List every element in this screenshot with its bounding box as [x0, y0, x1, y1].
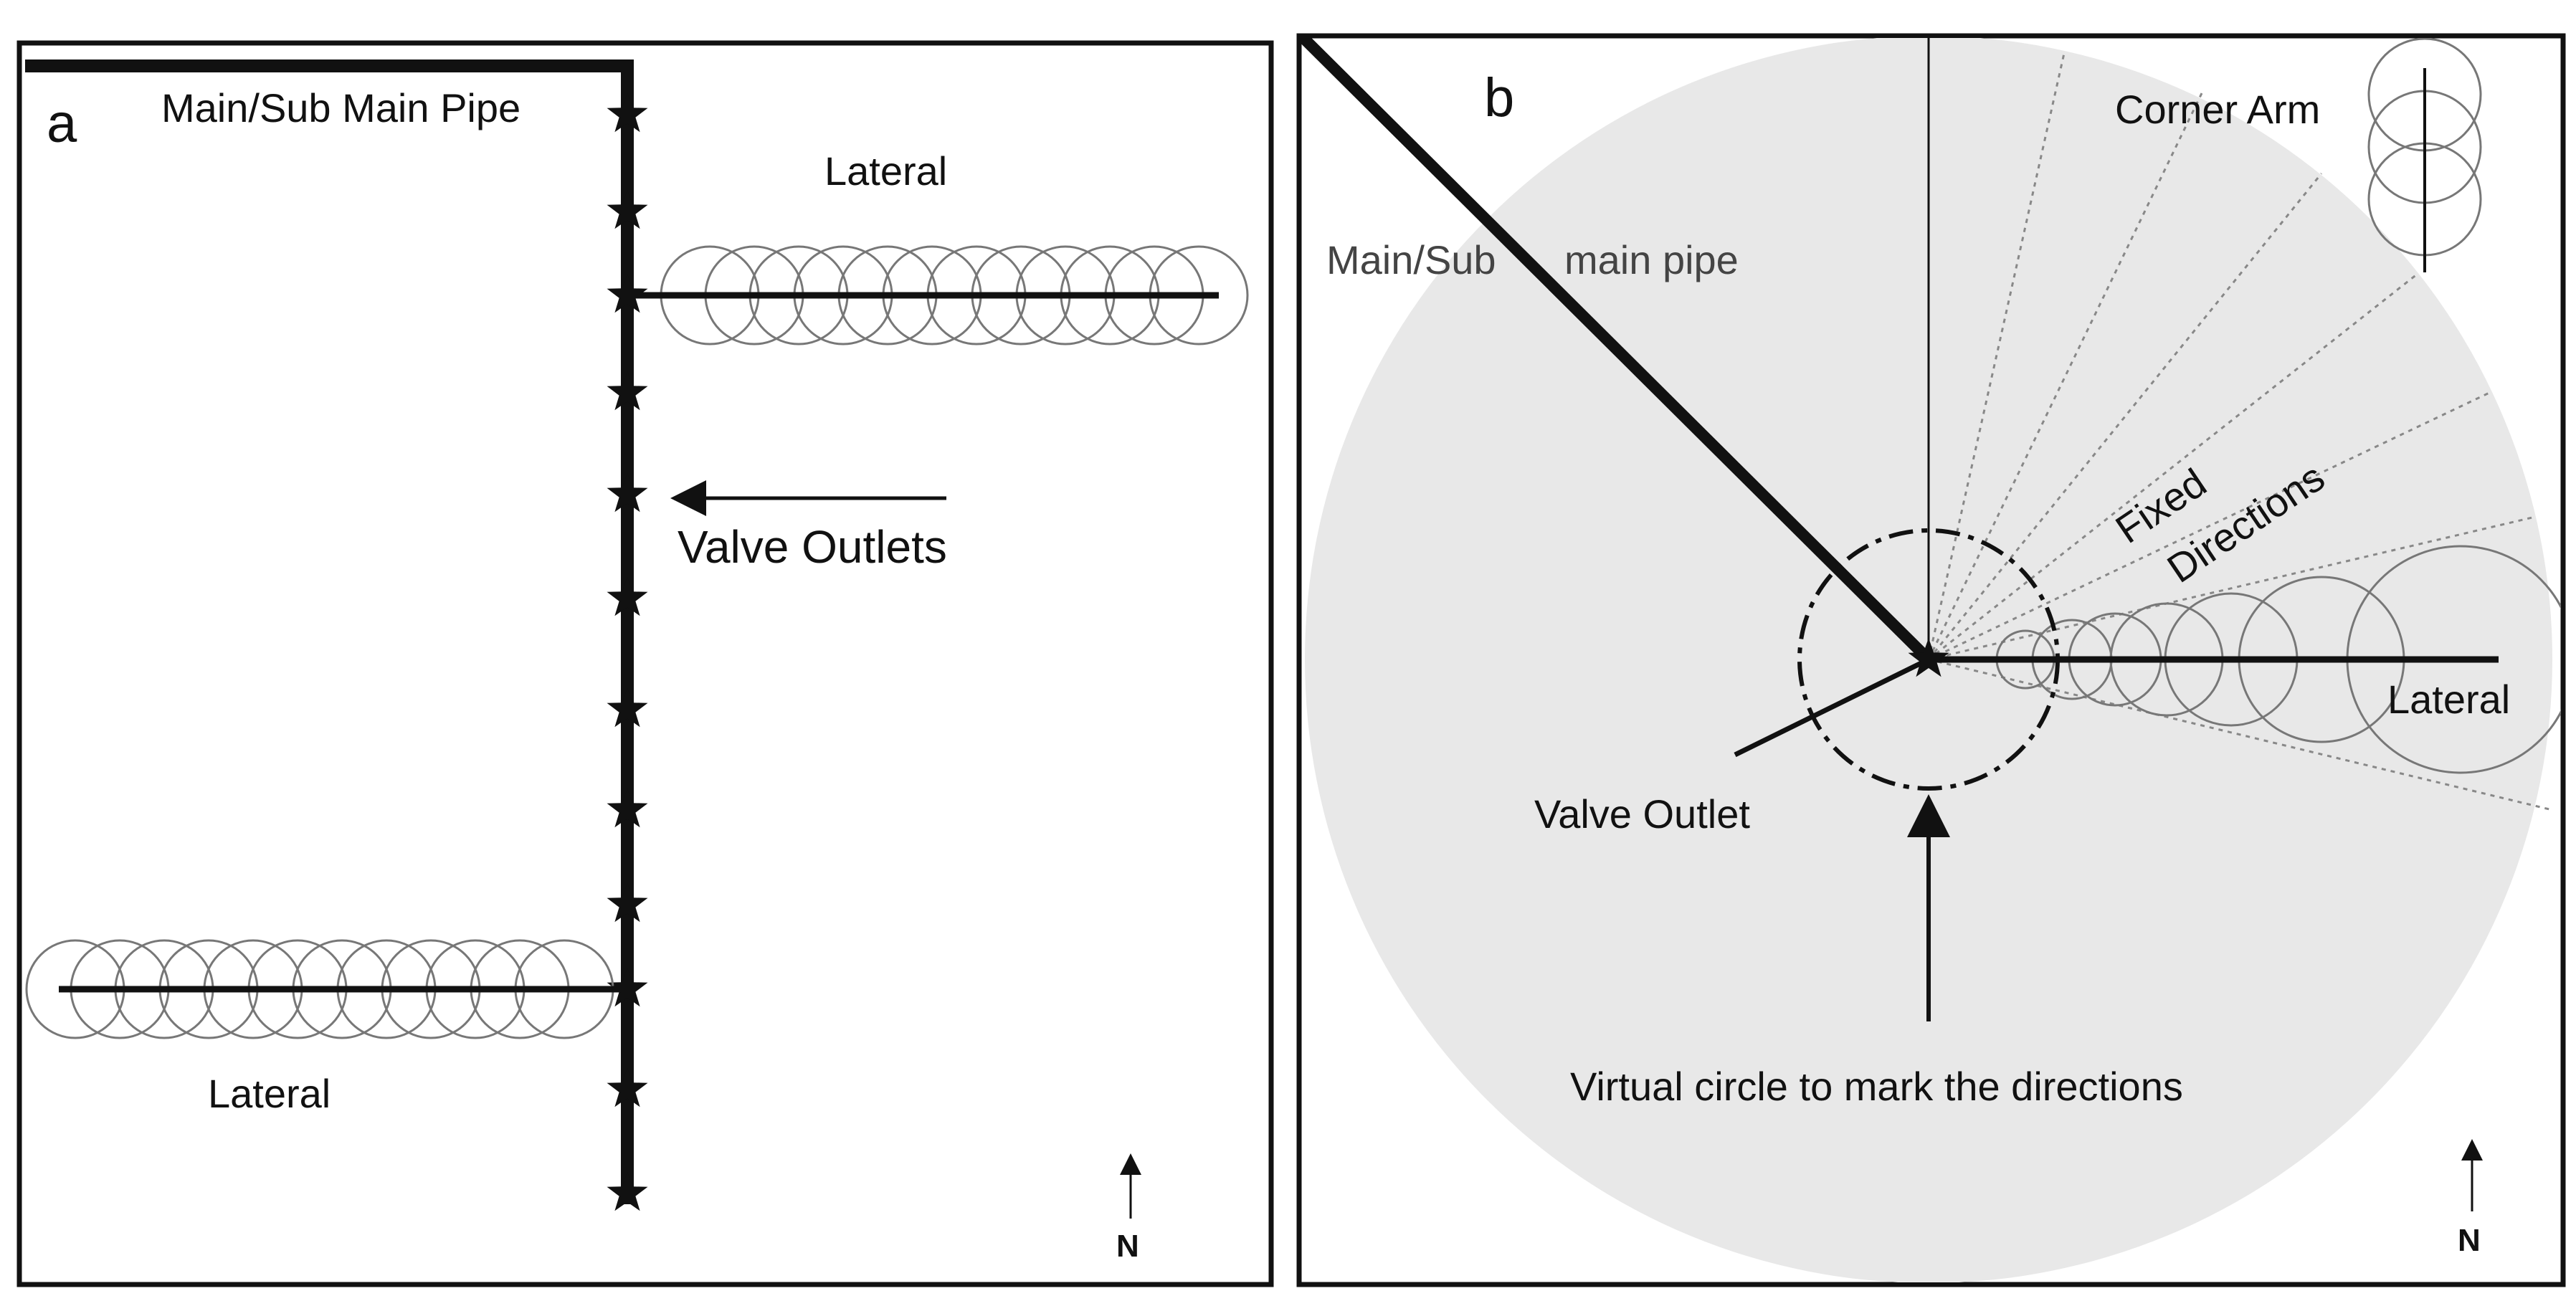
fixed-direction-ray — [1928, 391, 2490, 661]
valve-outlet-star — [607, 93, 648, 133]
main-pipe-label-b-1: Main/Sub — [1326, 237, 1496, 282]
valve-outlet-pointer — [1734, 657, 1930, 758]
lateral-top-label: Lateral — [824, 148, 947, 194]
corner-arm-label: Corner Arm — [2115, 87, 2320, 132]
valve-outlet-star — [607, 883, 648, 923]
panel-a: a Main/Sub Main Pipe Lateral Valve Outle… — [16, 40, 1274, 1287]
virtual-circle — [1797, 528, 2060, 791]
valve-outlet-star — [607, 788, 648, 828]
north-label-b: N — [2458, 1223, 2481, 1258]
fixed-direction-ray — [1927, 49, 2066, 660]
fixed-direction-ray — [1927, 91, 2204, 660]
fixed-direction-ray — [1928, 272, 2418, 661]
fixed-direction-ray — [1928, 658, 2553, 811]
valve-outlet-star — [607, 473, 648, 513]
valve-outlet-star — [607, 577, 648, 616]
lateral-bottom-label: Lateral — [208, 1071, 331, 1116]
fixed-direction-ray — [1927, 173, 2323, 660]
main-pipe-b — [1301, 38, 1933, 664]
main-pipe — [25, 59, 634, 1204]
lateral-b-label: Lateral — [2387, 677, 2510, 722]
fixed-direction-ray — [1928, 516, 2533, 661]
panel-a-letter: a — [47, 93, 77, 154]
valve-outlet-star — [607, 190, 648, 229]
virtual-circle-label: Virtual circle to mark the directions — [1570, 1064, 2183, 1109]
panel-b-letter: b — [1484, 67, 1514, 128]
valve-outlets-label: Valve Outlets — [678, 521, 947, 573]
north-label-a: N — [1116, 1229, 1139, 1264]
main-pipe-label-a: Main/Sub Main Pipe — [161, 85, 521, 130]
fixed-direction-rays — [1927, 49, 2553, 811]
lateral-top — [627, 245, 1249, 345]
valve-outlet-star — [607, 688, 648, 728]
valve-outlet-star — [607, 1068, 648, 1107]
panel-b: b Corner Arm Main/Sub main pipe Fixed Di… — [1296, 33, 2566, 1287]
main-pipe-label-b-2: main pipe — [1564, 237, 1739, 282]
corner-arm — [2367, 38, 2482, 272]
valve-outlet-label: Valve Outlet — [1534, 791, 1750, 837]
valve-outlet-star — [607, 1172, 648, 1211]
lateral-bottom — [25, 939, 627, 1039]
valve-outlet-star — [607, 371, 648, 411]
panel-a-frame — [16, 40, 1274, 1287]
valve-outlet-star — [1908, 638, 1949, 677]
